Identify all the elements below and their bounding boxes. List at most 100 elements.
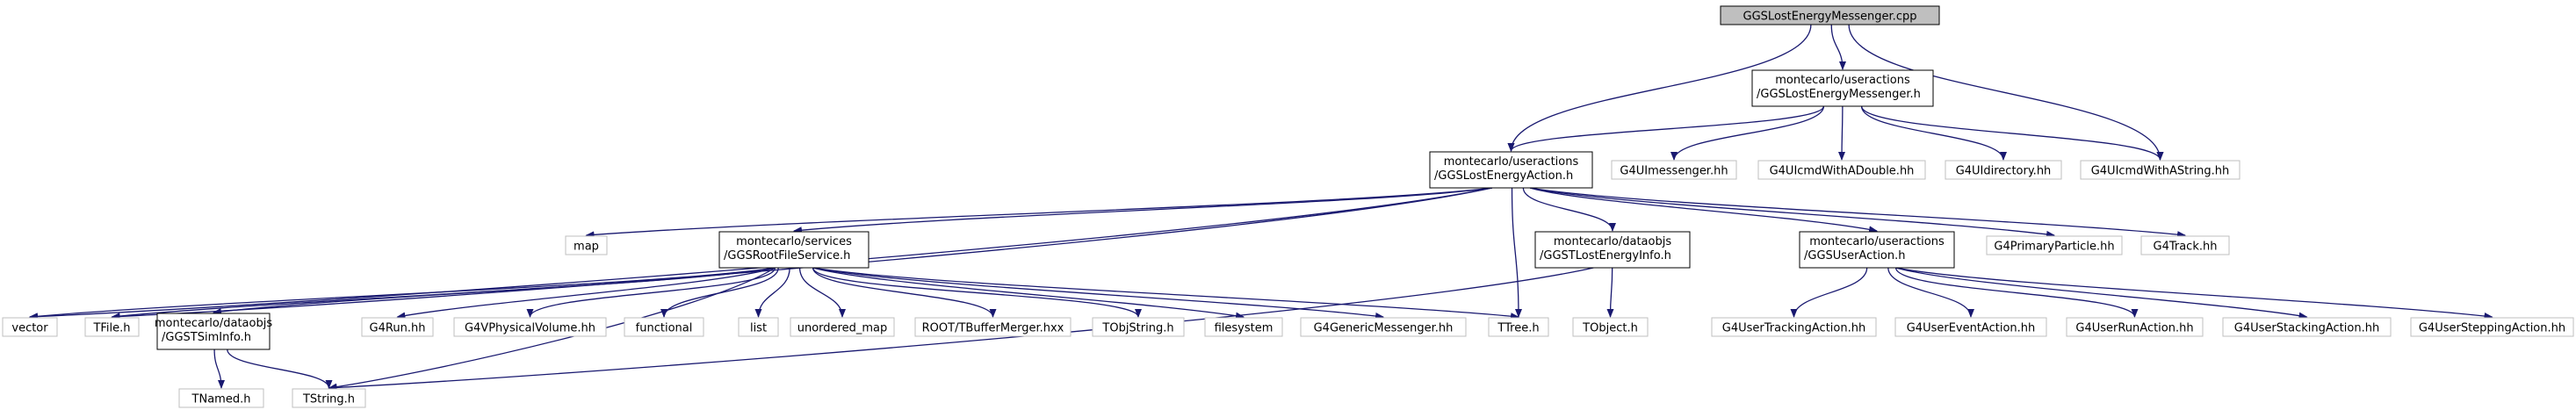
node-root[interactable]: GGSLostEnergyMessenger.cpp xyxy=(1720,5,1940,25)
node-g4run-label-0: G4Run.hh xyxy=(370,322,426,335)
node-g4userevent-label-0: G4UserEventAction.hh xyxy=(1907,322,2036,335)
edge-action_h-to-lostinfo xyxy=(1522,187,1616,232)
edge-rootfile-to-g4generic xyxy=(812,267,1384,320)
node-action_h-box xyxy=(1429,151,1593,189)
node-vector: vector xyxy=(2,317,58,337)
node-map-box xyxy=(565,235,608,255)
node-msg_h-label-1: /GGSLostEnergyMessenger.h xyxy=(1757,88,1921,101)
edge-action_h-to-ttree xyxy=(1511,187,1522,318)
node-tbuffer-box xyxy=(914,317,1072,337)
edge-siminfo-to-tstring xyxy=(227,349,333,389)
node-tstring: TString.h xyxy=(292,388,366,408)
node-tnamed-box xyxy=(178,388,264,408)
node-list-label-0: list xyxy=(750,322,767,335)
node-unordered-box xyxy=(790,317,895,337)
node-functional-box xyxy=(624,317,704,337)
node-g4run: G4Run.hh xyxy=(361,317,434,337)
node-siminfo[interactable]: montecarlo/dataobjs/GGSTSimInfo.h xyxy=(155,313,272,350)
node-g4userstacking: G4UserStackingAction.hh xyxy=(2222,317,2392,337)
edge-rootfile-to-g4vphys xyxy=(526,267,776,318)
node-action_h-label-0: montecarlo/useractions xyxy=(1444,155,1579,169)
node-siminfo-box xyxy=(156,313,271,350)
node-g4generic: G4GenericMessenger.hh xyxy=(1300,317,1467,337)
edge-rootfile-to-unordered xyxy=(798,267,846,318)
node-msg_h[interactable]: montecarlo/useractions/GGSLostEnergyMess… xyxy=(1751,69,1934,107)
node-functional: functional xyxy=(624,317,704,337)
edge-lostinfo-to-tstring xyxy=(328,267,1594,392)
node-g4uicmdstring-box xyxy=(2080,160,2240,180)
node-g4usertracking-label-0: G4UserTrackingAction.hh xyxy=(1722,322,1865,335)
node-g4vphys: G4VPhysicalVolume.hh xyxy=(453,317,607,337)
edge-msg_h-to-g4uimessenger xyxy=(1670,105,1825,161)
node-tstring-label-0: TString.h xyxy=(302,393,355,406)
node-g4uicmddouble-box xyxy=(1757,160,1926,180)
node-g4track-label-0: G4Track.hh xyxy=(2154,241,2218,254)
node-action_h[interactable]: montecarlo/useractions/GGSLostEnergyActi… xyxy=(1429,151,1593,189)
node-g4userstacking-box xyxy=(2222,317,2392,337)
node-useraction[interactable]: montecarlo/useractions/GGSUserAction.h xyxy=(1799,231,1955,269)
node-tobjstring: TObjString.h xyxy=(1092,317,1185,337)
node-msg_h-label-0: montecarlo/useractions xyxy=(1775,74,1910,87)
node-action_h-label-1: /GGSLostEnergyAction.h xyxy=(1434,169,1573,183)
node-tnamed: TNamed.h xyxy=(178,388,264,408)
node-g4usersteppingx: G4UserSteppingAction.hh xyxy=(2410,317,2574,337)
node-g4userevent: G4UserEventAction.hh xyxy=(1894,317,2047,337)
edge-siminfo-to-tnamed xyxy=(213,349,225,389)
node-ttree-box xyxy=(1488,317,1549,337)
node-g4usersteppingx-label-0: G4UserSteppingAction.hh xyxy=(2419,322,2565,335)
node-functional-label-0: functional xyxy=(636,322,693,335)
node-unordered: unordered_map xyxy=(790,317,895,337)
edge-msg_h-to-g4uicmddouble xyxy=(1838,105,1846,161)
node-g4track: G4Track.hh xyxy=(2140,235,2230,255)
node-tobject-box xyxy=(1572,317,1649,337)
node-tfile-box xyxy=(84,317,140,337)
edge-msg_h-to-g4uicmdstring xyxy=(1860,105,2164,161)
node-root-box xyxy=(1720,5,1940,25)
node-g4usertracking-box xyxy=(1711,317,1877,337)
edge-root-to-g4uicmdstring xyxy=(1848,24,2164,161)
node-tfile: TFile.h xyxy=(84,317,140,337)
node-vector-label-0: vector xyxy=(11,322,48,335)
node-g4uicmddouble: G4UIcmdWithADouble.hh xyxy=(1757,160,1926,180)
node-g4userrun-box xyxy=(2066,317,2204,337)
edge-action_h-to-useraction xyxy=(1529,187,1878,234)
node-list: list xyxy=(738,317,779,337)
edge-rootfile-to-list xyxy=(754,267,790,318)
node-g4userrun-label-0: G4UserRunAction.hh xyxy=(2075,322,2193,335)
node-g4uimessenger-box xyxy=(1611,160,1737,180)
edge-useraction-to-g4usertracking xyxy=(1790,267,1868,318)
node-lostinfo-label-0: montecarlo/dataobjs xyxy=(1554,235,1671,248)
edge-rootfile-to-ttree xyxy=(812,267,1519,320)
node-tstring-box xyxy=(292,388,366,408)
node-siminfo-label-0: montecarlo/dataobjs xyxy=(155,317,272,330)
node-siminfo-label-1: /GGSTSimInfo.h xyxy=(162,331,251,344)
edge-useraction-to-g4userevent xyxy=(1887,267,1974,318)
node-tobject: TObject.h xyxy=(1572,317,1649,337)
edge-action_h-to-rootfile xyxy=(793,187,1492,234)
node-rootfile-label-1: /GGSRootFileService.h xyxy=(724,249,850,262)
node-tnamed-label-0: TNamed.h xyxy=(191,393,251,406)
node-map-label-0: map xyxy=(574,241,599,254)
node-tfile-label-0: TFile.h xyxy=(92,322,130,335)
edge-useraction-to-g4userstacking xyxy=(1895,267,2308,320)
node-ttree-label-0: TTree.h xyxy=(1497,322,1539,335)
node-vector-box xyxy=(2,317,58,337)
node-g4primary-label-0: G4PrimaryParticle.hh xyxy=(1994,241,2114,254)
edges-layer xyxy=(29,24,2493,392)
node-lostinfo-box xyxy=(1534,231,1691,269)
node-unordered-label-0: unordered_map xyxy=(797,322,888,335)
node-filesystem-label-0: filesystem xyxy=(1215,322,1274,335)
node-filesystem: filesystem xyxy=(1204,317,1283,337)
node-rootfile[interactable]: montecarlo/services/GGSRootFileService.h xyxy=(718,231,869,269)
node-g4run-box xyxy=(361,317,434,337)
node-msg_h-box xyxy=(1751,69,1934,107)
node-g4uimessenger-label-0: G4UImessenger.hh xyxy=(1620,165,1728,178)
node-g4uidirectory: G4UIdirectory.hh xyxy=(1945,160,2062,180)
node-g4uicmddouble-label-0: G4UIcmdWithADouble.hh xyxy=(1770,165,1915,178)
edge-rootfile-to-tbuffer xyxy=(812,267,997,318)
node-lostinfo[interactable]: montecarlo/dataobjs/GGSTLostEnergyInfo.h xyxy=(1534,231,1691,269)
node-g4uicmdstring: G4UIcmdWithAString.hh xyxy=(2080,160,2240,180)
edge-useraction-to-g4usersteppingx xyxy=(1895,267,2493,320)
node-filesystem-box xyxy=(1204,317,1283,337)
edge-msg_h-to-action_h xyxy=(1507,105,1825,152)
